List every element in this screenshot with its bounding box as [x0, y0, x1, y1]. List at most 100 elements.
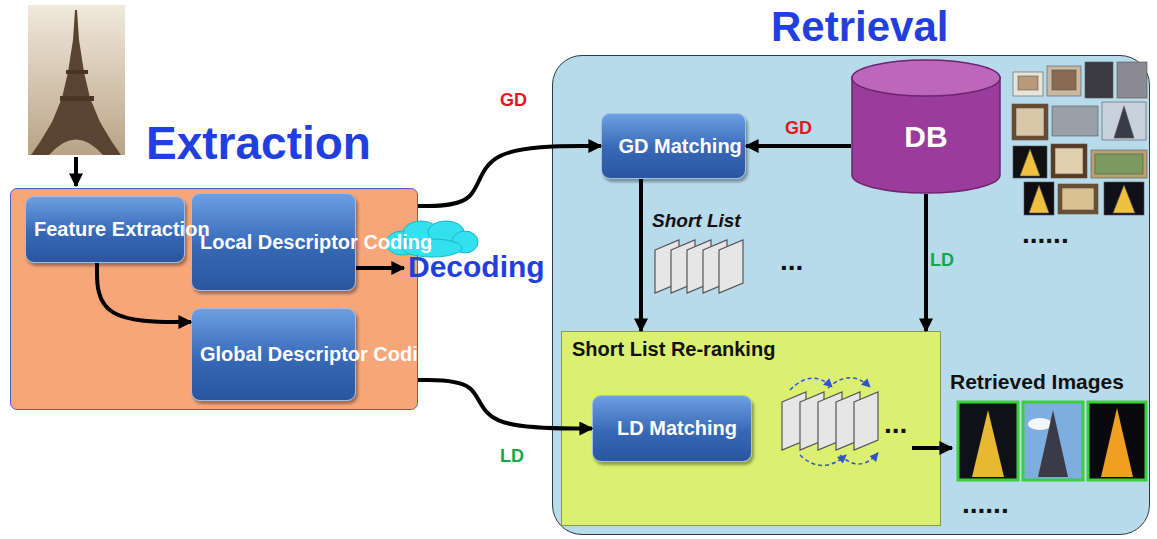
database-thumbnails-part — [1051, 144, 1087, 178]
flow-arrow — [418, 146, 601, 206]
eiffel-photo-part — [60, 96, 94, 101]
retrieved-images — [958, 402, 1146, 480]
text-label: ...... — [962, 488, 1009, 519]
network-cloud-part — [403, 221, 439, 245]
rerank-swaps-part — [800, 455, 846, 466]
database-thumbnails-part — [1117, 62, 1147, 98]
database-thumbnails-part — [1016, 108, 1044, 136]
database-thumbnails-part — [1062, 188, 1094, 210]
rerank-swaps-part — [828, 378, 870, 388]
database-thumbnails-part — [1020, 149, 1040, 176]
database-thumbnails-part — [1058, 184, 1098, 214]
network-cloud-part — [428, 221, 464, 243]
retrieved-images-part — [1028, 418, 1052, 430]
node-text-holder: LD Matching — [617, 417, 727, 440]
flow-arrow — [924, 194, 928, 331]
process-box: LD Matching — [592, 395, 752, 462]
network-cloud-part — [452, 231, 478, 253]
database-thumbnails-part — [1095, 154, 1143, 174]
eiffel-photo — [28, 5, 125, 155]
eiffel-photo-part — [28, 5, 125, 155]
short-list-cards-part — [687, 240, 711, 293]
process-box: Global Descriptor Coding — [191, 308, 356, 401]
node-text: Local Descriptor Coding — [200, 231, 432, 253]
short-list-cards-part — [719, 240, 743, 293]
rerank-cards-part — [800, 392, 824, 450]
edge-label-holder: LD — [930, 250, 954, 271]
process-box: Local Descriptor Coding — [191, 193, 356, 291]
short-list-cards-part — [671, 240, 695, 293]
database-thumbnails — [1012, 62, 1147, 215]
node-text: DB — [904, 120, 947, 153]
flow-arrow — [639, 179, 643, 331]
short-list-cards — [655, 240, 743, 293]
node-text: GD Matching — [619, 135, 742, 157]
database-cylinder: DB — [851, 59, 1001, 194]
retrieved-images-part — [1101, 408, 1133, 477]
panel-heading: Retrieval — [771, 3, 948, 50]
database-thumbnails-part — [1102, 102, 1146, 140]
node-text: LD Matching — [617, 417, 737, 439]
node-text-holder: Feature Extraction — [34, 218, 176, 241]
node-text: Global Descriptor Coding — [200, 343, 442, 365]
edge-label-holder: LD — [500, 446, 524, 467]
retrieved-images-part — [1088, 402, 1146, 480]
rerank-cards-part — [836, 392, 860, 450]
text-label-holder: Retrieved Images — [950, 370, 1124, 394]
database-thumbnails-part — [1085, 62, 1113, 98]
input-arrow — [74, 157, 78, 186]
retrieved-images-part — [1023, 402, 1083, 480]
database-thumbnails-part — [1114, 106, 1134, 138]
database-thumbnails-part — [1018, 76, 1038, 90]
flow-arrow — [97, 263, 191, 322]
panel-heading: Short List Re-ranking — [572, 338, 775, 360]
database-thumbnails-part — [1113, 185, 1135, 213]
retrieval-panel: RetrievalGD MatchingDBShort List Re-rank… — [552, 55, 1150, 535]
rerank-cards-part — [854, 392, 878, 450]
text-label-holder: Decoding — [408, 250, 545, 285]
text-label: Retrieved Images — [950, 370, 1124, 393]
database-thumbnails-part — [1055, 148, 1083, 174]
database-thumbnails-part — [1104, 182, 1144, 215]
process-box: GD Matching — [601, 113, 746, 179]
output-arrow — [912, 446, 952, 450]
rerank-swaps-part — [790, 378, 832, 390]
rerank-cards-part — [818, 392, 842, 450]
cylinder-top — [852, 60, 1000, 96]
panel-heading-holder: Retrieval — [771, 3, 948, 51]
edge-label-holder: Short List — [652, 210, 741, 232]
text-label: Decoding — [408, 250, 545, 283]
node-text-holder: Global Descriptor Coding — [200, 343, 347, 366]
text-label: ... — [884, 408, 907, 439]
database-thumbnails-part — [1029, 185, 1049, 213]
database-thumbnails-part — [1013, 146, 1047, 178]
panel-heading-holder: Extraction — [146, 117, 371, 170]
text-label-holder: ...... — [1022, 218, 1069, 250]
database-thumbnails-part — [1052, 70, 1076, 90]
database-thumbnails-part — [1024, 182, 1054, 215]
flow-arrow — [418, 380, 592, 429]
panel-heading: Extraction — [146, 117, 371, 169]
decoding-arrow — [356, 266, 404, 270]
edge-label-holder: GD — [785, 118, 812, 139]
edge-label: GD — [785, 118, 812, 138]
text-label-holder: ... — [884, 408, 907, 440]
database-thumbnails-part — [1091, 150, 1147, 178]
database-thumbnails-part — [1013, 72, 1043, 96]
edge-label: LD — [500, 446, 524, 466]
node-text-holder: DB — [904, 120, 947, 155]
rerank-cards-part — [782, 392, 806, 450]
extraction-panel: ExtractionFeature ExtractionLocal Descri… — [10, 188, 418, 410]
node-text-holder: Local Descriptor Coding — [200, 231, 347, 254]
retrieved-images-part — [1038, 410, 1068, 477]
retrieved-images-part — [958, 402, 1018, 480]
edge-label: Short List — [652, 210, 741, 231]
edge-label-holder: GD — [500, 90, 527, 111]
retrieved-images-part — [972, 410, 1004, 477]
database-thumbnails-part — [1047, 66, 1081, 96]
panel-heading-holder: Short List Re-ranking — [572, 338, 775, 361]
